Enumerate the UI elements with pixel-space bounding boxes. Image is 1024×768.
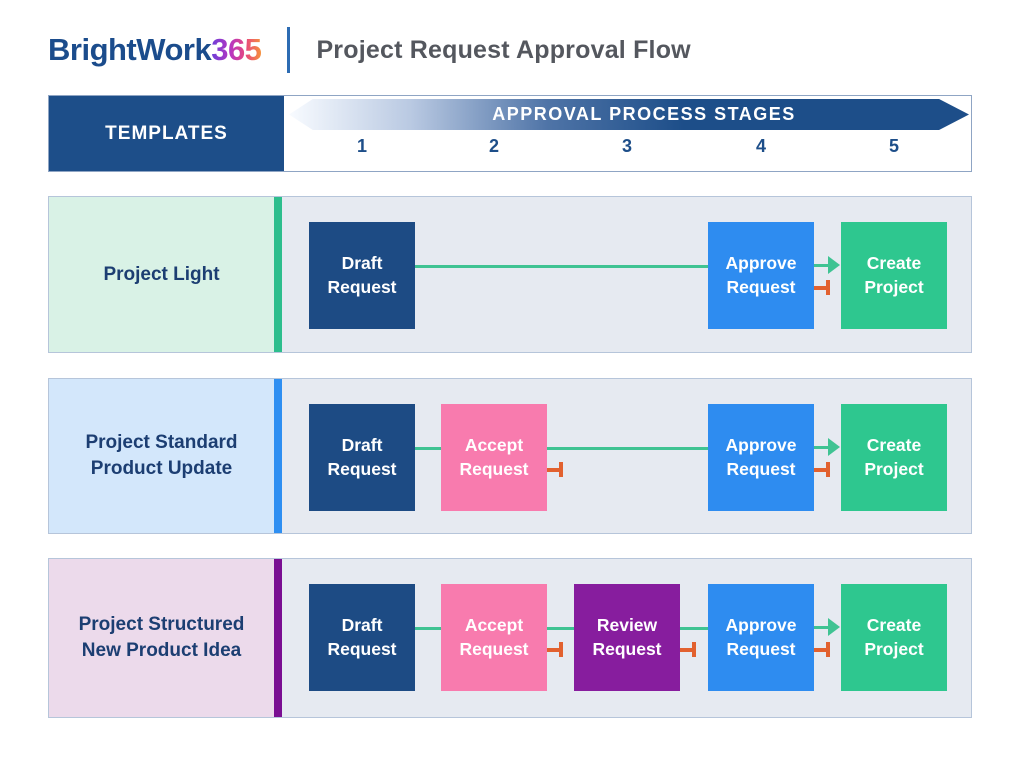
flow-connector-line xyxy=(415,447,441,450)
template-name-line: Project Structured xyxy=(78,614,245,636)
stage-box-label: Request xyxy=(327,458,397,479)
stage-box-accept-request: Accept Request xyxy=(441,404,547,511)
page-title: Project Request Approval Flow xyxy=(316,35,691,64)
brand-header: BrightWork365 Project Request Approval F… xyxy=(48,24,691,76)
stage-box-label: Request xyxy=(459,458,529,479)
forward-arrow-icon xyxy=(814,255,841,275)
stage-box-label: Request xyxy=(726,638,796,659)
flow-connector-line xyxy=(680,627,708,630)
template-label-panel: Project Standard Product Update xyxy=(49,379,274,533)
stage-box-accept-request: Accept Request xyxy=(441,584,547,691)
flow-connector-line xyxy=(415,265,708,268)
stage-box-label: Create xyxy=(866,615,922,636)
stage-number-3: 3 xyxy=(621,136,632,156)
stage-box-label: Approve xyxy=(725,435,797,456)
stage-box-label: Accept xyxy=(464,615,524,636)
template-name: Project Light xyxy=(103,262,219,288)
reject-stop-icon xyxy=(814,462,831,477)
flow-connector-line xyxy=(415,627,441,630)
stage-box-label: Review xyxy=(596,615,658,636)
template-name: Project Standard Product Update xyxy=(85,430,237,481)
stage-box-approve-request: Approve Request xyxy=(708,584,814,691)
logo-brand-text: BrightWork xyxy=(48,32,212,67)
approval-stages-arrow: APPROVAL PROCESS STAGES xyxy=(289,99,969,130)
template-name: Project Structured New Product Idea xyxy=(79,612,245,663)
stage-box-label: Request xyxy=(592,638,662,659)
reject-stop-icon xyxy=(814,280,831,295)
stage-box-label: Draft xyxy=(341,615,383,636)
templates-header: TEMPLATES xyxy=(49,96,284,171)
template-row-project-light: Project Light Draft Request Approve Requ… xyxy=(48,196,972,353)
process-header: TEMPLATES APPROVAL PROCESS STAGES 1 2 3 … xyxy=(48,95,972,172)
stage-number-1: 1 xyxy=(356,136,367,156)
stage-box-label: Draft xyxy=(341,435,383,456)
stage-box-draft-request: Draft Request xyxy=(309,404,415,511)
stage-box-label: Request xyxy=(459,638,529,659)
reject-stop-icon xyxy=(814,642,831,657)
stage-box-label: Project xyxy=(864,458,924,479)
reject-stop-icon xyxy=(547,642,564,657)
logo-365-text: 365 xyxy=(211,32,262,67)
stage-box-label: Project xyxy=(864,276,924,297)
stage-number-5: 5 xyxy=(888,136,899,156)
row-accent-bar xyxy=(274,197,282,352)
brightwork-logo: BrightWork365 xyxy=(48,32,262,68)
template-name-line: Project Standard xyxy=(85,432,238,454)
flow-connector-line xyxy=(547,627,574,630)
row-accent-bar xyxy=(274,379,282,533)
stage-box-review-request: Review Request xyxy=(574,584,680,691)
stage-number-2: 2 xyxy=(488,136,499,156)
template-row-project-standard: Project Standard Product Update Draft Re… xyxy=(48,378,972,534)
flow-connector-line xyxy=(547,447,708,450)
stage-box-label: Create xyxy=(866,435,922,456)
stage-number-4: 4 xyxy=(755,136,766,156)
template-label-panel: Project Structured New Product Idea xyxy=(49,559,274,717)
template-row-project-structured: Project Structured New Product Idea Draf… xyxy=(48,558,972,718)
stage-box-create-project: Create Project xyxy=(841,584,947,691)
forward-arrow-icon xyxy=(814,617,841,637)
stage-box-label: Draft xyxy=(341,253,383,274)
stage-box-approve-request: Approve Request xyxy=(708,404,814,511)
forward-arrow-icon xyxy=(814,437,841,457)
stage-box-label: Approve xyxy=(725,615,797,636)
stage-box-label: Project xyxy=(864,638,924,659)
approval-stages-label: APPROVAL PROCESS STAGES xyxy=(492,104,796,124)
template-name-line: Product Update xyxy=(90,458,233,479)
reject-stop-icon xyxy=(547,462,564,477)
stage-box-label: Request xyxy=(726,458,796,479)
template-name-line: New Product Idea xyxy=(81,640,242,661)
stage-box-label: Request xyxy=(726,276,796,297)
title-divider xyxy=(287,27,291,73)
stage-box-create-project: Create Project xyxy=(841,222,947,329)
stage-box-label: Accept xyxy=(464,435,524,456)
template-name-line: Project Light xyxy=(103,263,220,285)
stage-box-draft-request: Draft Request xyxy=(309,584,415,691)
reject-stop-icon xyxy=(680,642,697,657)
stage-box-label: Create xyxy=(866,253,922,274)
stage-box-approve-request: Approve Request xyxy=(708,222,814,329)
stage-box-label: Approve xyxy=(725,253,797,274)
stage-box-label: Request xyxy=(327,276,397,297)
stage-box-draft-request: Draft Request xyxy=(309,222,415,329)
stage-box-create-project: Create Project xyxy=(841,404,947,511)
template-label-panel: Project Light xyxy=(49,197,274,352)
row-accent-bar xyxy=(274,559,282,717)
templates-label: TEMPLATES xyxy=(105,122,228,144)
stage-box-label: Request xyxy=(327,638,397,659)
